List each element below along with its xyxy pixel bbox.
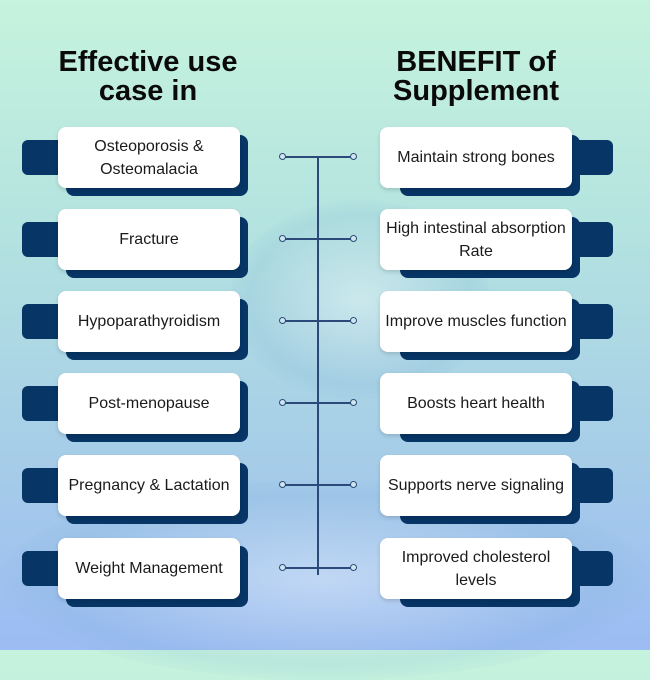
benefit-item: Boosts heart health bbox=[330, 373, 650, 442]
connector-dot bbox=[279, 317, 286, 324]
benefit-item: Supports nerve signaling bbox=[330, 455, 650, 524]
connector-dot bbox=[350, 399, 357, 406]
connector-dot bbox=[350, 153, 357, 160]
connector-dot bbox=[279, 153, 286, 160]
connector-dot bbox=[279, 235, 286, 242]
connector-dot bbox=[350, 317, 357, 324]
use-case-item: Post-menopause bbox=[0, 373, 320, 442]
right-heading: BENEFIT of Supplement bbox=[393, 46, 559, 107]
connector-dot bbox=[350, 481, 357, 488]
use-case-item: Fracture bbox=[0, 209, 320, 278]
use-case-card: Weight Management bbox=[58, 538, 240, 599]
connector-branch bbox=[283, 238, 353, 240]
use-case-item: Pregnancy & Lactation bbox=[0, 455, 320, 524]
connector-branch bbox=[283, 320, 353, 322]
connector-dot bbox=[350, 564, 357, 571]
use-case-item: Weight Management bbox=[0, 538, 320, 607]
connector-dot bbox=[279, 399, 286, 406]
use-case-card: Fracture bbox=[58, 209, 240, 270]
benefit-card: Supports nerve signaling bbox=[380, 455, 572, 516]
connector-branch bbox=[283, 567, 353, 569]
connector-vertical-line bbox=[317, 157, 319, 575]
connector-dot bbox=[279, 564, 286, 571]
benefit-card: Maintain strong bones bbox=[380, 127, 572, 188]
connector-dot bbox=[350, 235, 357, 242]
use-case-card: Pregnancy & Lactation bbox=[58, 455, 240, 516]
use-case-card: Post-menopause bbox=[58, 373, 240, 434]
benefit-item: Improved cholesterol levels bbox=[330, 538, 650, 607]
connector-branch bbox=[283, 484, 353, 486]
use-case-item: Osteoporosis & Osteomalacia bbox=[0, 127, 320, 196]
use-case-card: Hypoparathyroidism bbox=[58, 291, 240, 352]
benefit-item: Maintain strong bones bbox=[330, 127, 650, 196]
left-heading: Effective use case in bbox=[58, 46, 238, 107]
benefit-card: High intestinal absorption Rate bbox=[380, 209, 572, 270]
benefit-card: Improved cholesterol levels bbox=[380, 538, 572, 599]
benefit-card: Boosts heart health bbox=[380, 373, 572, 434]
connector-branch bbox=[283, 402, 353, 404]
benefit-card: Improve muscles function bbox=[380, 291, 572, 352]
benefit-item: Improve muscles function bbox=[330, 291, 650, 360]
connector-dot bbox=[279, 481, 286, 488]
use-case-card: Osteoporosis & Osteomalacia bbox=[58, 127, 240, 188]
connector-branch bbox=[283, 156, 353, 158]
use-case-item: Hypoparathyroidism bbox=[0, 291, 320, 360]
benefit-item: High intestinal absorption Rate bbox=[330, 209, 650, 278]
